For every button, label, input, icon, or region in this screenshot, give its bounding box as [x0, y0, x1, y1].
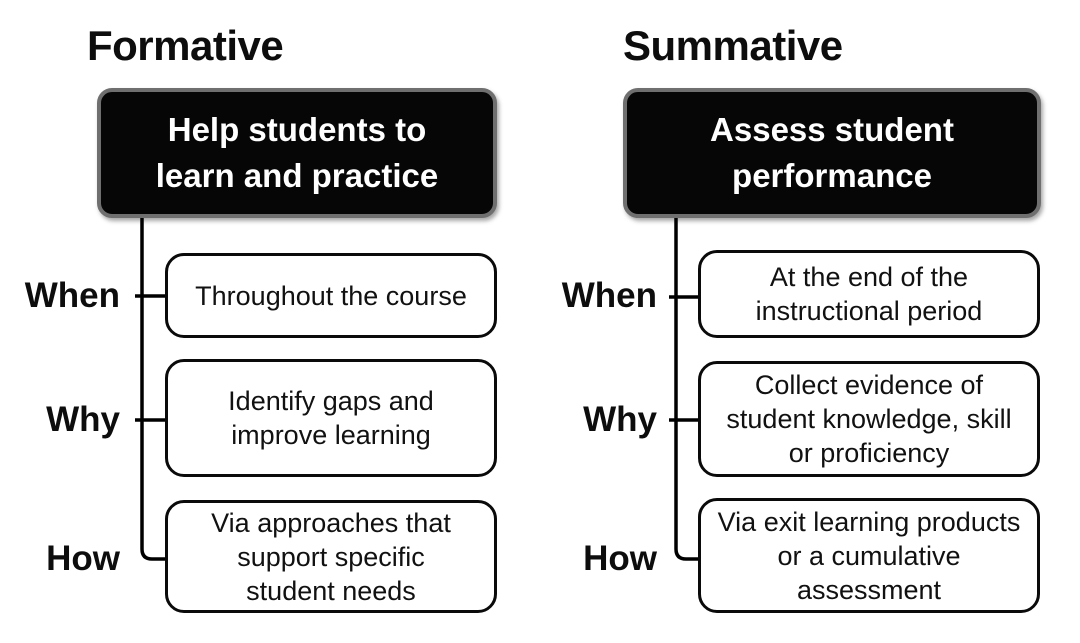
- summative-goal-line: Assess student: [710, 111, 954, 148]
- summative-how-label: How: [583, 539, 657, 578]
- formative-heading: Formative: [87, 22, 284, 69]
- summative-how-text: Via exit learning products: [717, 506, 1021, 537]
- formative-when-text: Throughout the course: [195, 280, 467, 311]
- summative-why-text: or proficiency: [788, 438, 950, 468]
- formative-when-label: When: [24, 276, 120, 315]
- formative-how-text: student needs: [246, 575, 416, 606]
- summative-why-text: Collect evidence of: [754, 370, 984, 400]
- summative-why-text: student knowledge, skill: [726, 404, 1012, 434]
- summative-goal-box: Assess student performance: [623, 88, 1041, 218]
- summative-how-box: Via exit learning products or a cumulati…: [698, 498, 1040, 613]
- connector-right: [669, 214, 701, 561]
- formative-how-text: support specific: [237, 541, 425, 572]
- summative-how-text: assessment: [796, 574, 942, 605]
- formative-how-label: How: [46, 539, 120, 578]
- summative-why-label: Why: [583, 400, 657, 439]
- summative-goal-line: performance: [732, 157, 932, 194]
- formative-how-box: Via approaches that support specific stu…: [165, 500, 497, 613]
- formative-goal-line: Help students to: [167, 111, 427, 148]
- summative-heading: Summative: [623, 22, 843, 69]
- formative-why-label: Why: [46, 400, 120, 439]
- formative-how-text: Via approaches that: [211, 507, 451, 538]
- formative-why-box: Identify gaps and improve learning: [165, 359, 497, 477]
- connector-left: [135, 214, 167, 561]
- summative-why-box: Collect evidence of student knowledge, s…: [698, 361, 1040, 477]
- summative-when-box: At the end of the instructional period: [698, 250, 1040, 338]
- formative-why-text: improve learning: [231, 420, 431, 450]
- summative-when-text: instructional period: [755, 296, 983, 326]
- formative-when-box: Throughout the course: [165, 253, 497, 338]
- summative-when-text: At the end of the: [769, 262, 969, 292]
- summative-when-label: When: [561, 276, 657, 315]
- formative-why-text: Identify gaps and: [228, 386, 434, 416]
- formative-goal-line: learn and practice: [155, 157, 439, 194]
- formative-goal-box: Help students to learn and practice: [97, 88, 497, 218]
- summative-how-text: or a cumulative: [777, 540, 961, 571]
